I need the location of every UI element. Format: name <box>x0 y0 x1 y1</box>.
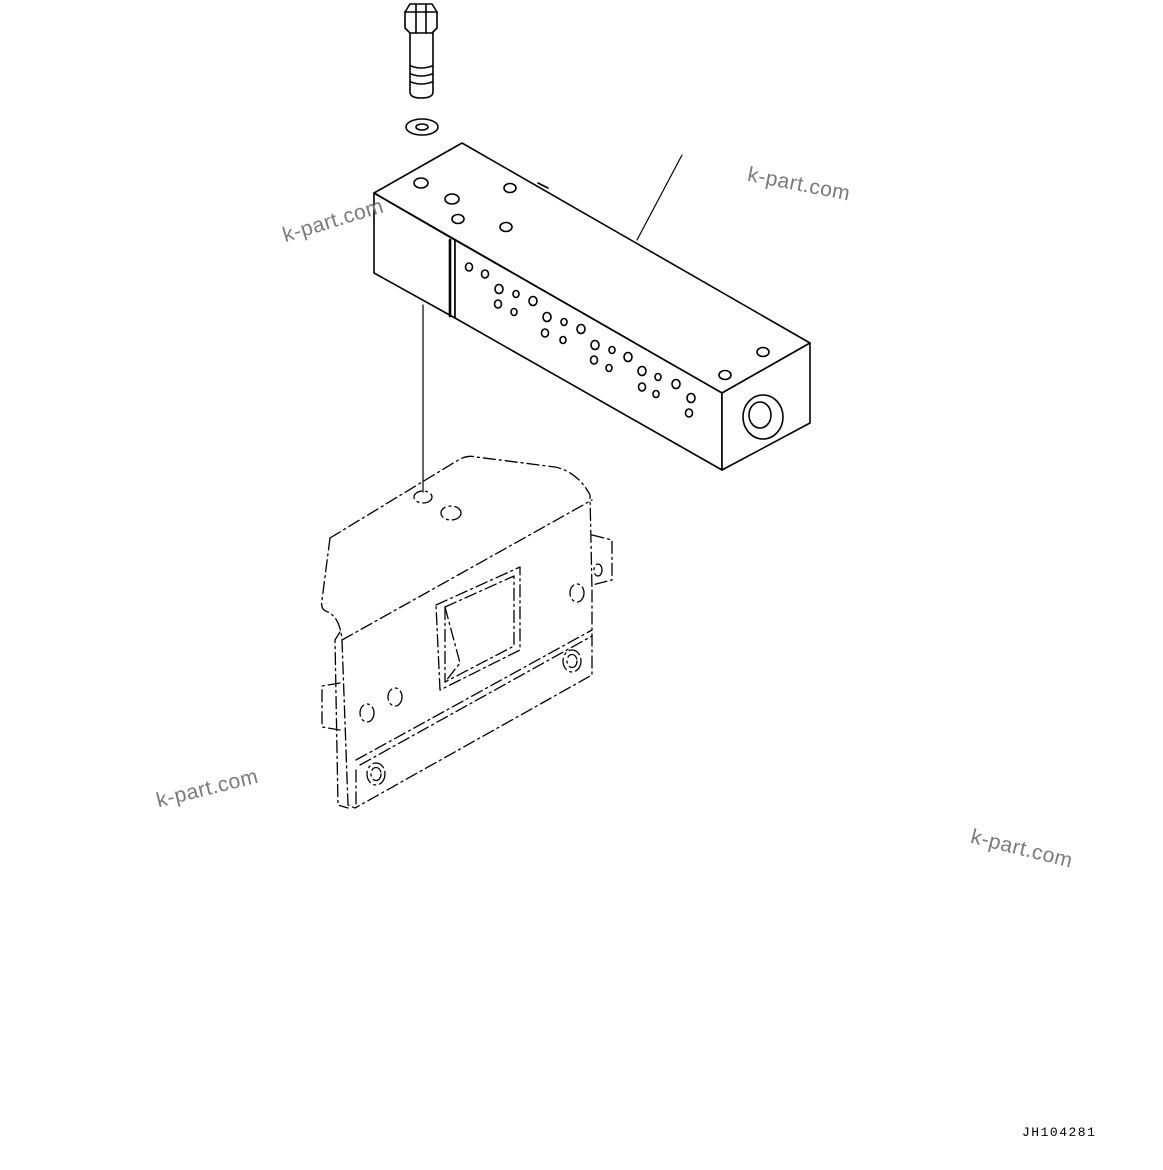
bracket-phantom <box>320 455 613 809</box>
washer <box>405 118 439 136</box>
drawing-code: JH104281 <box>1022 1125 1097 1140</box>
bolt <box>404 3 438 99</box>
leader-line-valve <box>636 154 683 241</box>
valve-block <box>373 142 811 471</box>
side-port-holes <box>464 262 696 418</box>
